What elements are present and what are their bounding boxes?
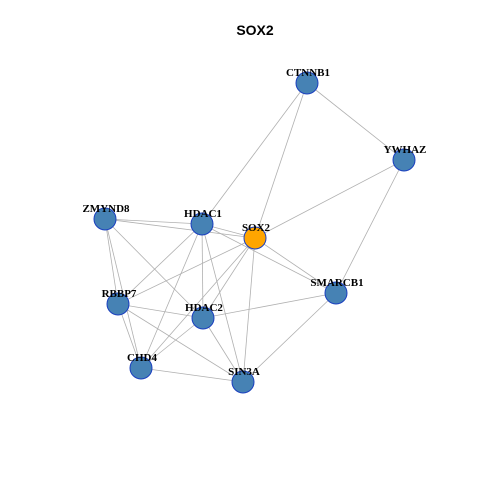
edge-zmynd8-hdac1: [104, 218, 203, 225]
node-ctnnb1: CTNNB1: [286, 67, 330, 95]
node-circle-hdac2: [191, 306, 215, 330]
edge-ctnnb1-sox2: [254, 82, 308, 239]
edge-hdac1-smarcb1: [201, 223, 337, 294]
node-label-smarcb1: SMARCB1: [310, 277, 363, 289]
node-label-sin3a: SIN3A: [228, 366, 260, 378]
node-sox2: SOX2: [242, 222, 271, 250]
node-label-ctnnb1: CTNNB1: [286, 67, 330, 79]
edge-sox2-smarcb1: [254, 237, 337, 294]
edge-ywhaz-sox2: [254, 159, 405, 239]
diagram-title: SOX2: [236, 22, 274, 38]
node-hdac1: HDAC1: [184, 208, 222, 236]
node-label-rbbp7: RBBP7: [102, 288, 137, 300]
edge-hdac2-chd4: [140, 317, 204, 369]
edge-ctnnb1-ywhaz: [306, 82, 405, 161]
edge-sox2-hdac2: [202, 237, 256, 319]
node-circle-sox2: [243, 226, 267, 250]
node-smarcb1: SMARCB1: [310, 277, 364, 305]
node-sin3a: SIN3A: [228, 366, 260, 394]
edge-rbbp7-hdac2: [117, 303, 204, 319]
edge-ctnnb1-hdac1: [201, 82, 308, 225]
node-circle-rbbp7: [106, 292, 130, 316]
edge-hdac1-sin3a: [201, 223, 244, 383]
node-label-zmynd8: ZMYND8: [82, 203, 130, 215]
node-circle-smarcb1: [324, 281, 348, 305]
node-label-ywhaz: YWHAZ: [384, 144, 427, 156]
node-zmynd8: ZMYND8: [82, 203, 130, 231]
edge-ywhaz-smarcb1: [335, 159, 405, 294]
edge-rbbp7-sin3a: [117, 303, 244, 383]
edge-hdac1-rbbp7: [117, 223, 203, 305]
edge-hdac1-chd4: [140, 223, 203, 369]
node-ywhaz: YWHAZ: [384, 144, 427, 172]
edge-zmynd8-sox2: [104, 218, 256, 239]
node-hdac2: HDAC2: [185, 302, 223, 330]
node-chd4: CHD4: [127, 352, 157, 380]
edge-hdac2-smarcb1: [202, 292, 337, 319]
node-rbbp7: RBBP7: [102, 288, 137, 316]
edge-chd4-sin3a: [140, 367, 244, 383]
edge-sox2-rbbp7: [117, 237, 256, 305]
edge-zmynd8-chd4: [104, 218, 142, 369]
edge-zmynd8-rbbp7: [104, 218, 119, 305]
node-label-hdac1: HDAC1: [184, 208, 222, 220]
node-circle-ctnnb1: [295, 71, 319, 95]
node-circle-zmynd8: [93, 207, 117, 231]
node-label-chd4: CHD4: [127, 352, 157, 364]
edge-sox2-chd4: [140, 237, 256, 369]
edge-sin3a-smarcb1: [242, 292, 337, 383]
node-circle-chd4: [129, 356, 153, 380]
edge-zmynd8-hdac2: [104, 218, 204, 319]
node-circle-sin3a: [231, 370, 255, 394]
node-circle-ywhaz: [392, 148, 416, 172]
node-label-sox2: SOX2: [242, 222, 271, 234]
node-circle-hdac1: [190, 212, 214, 236]
edge-hdac1-hdac2: [201, 223, 204, 319]
node-label-hdac2: HDAC2: [185, 302, 223, 314]
edge-hdac2-sin3a: [202, 317, 244, 383]
edge-sox2-sin3a: [242, 237, 256, 383]
